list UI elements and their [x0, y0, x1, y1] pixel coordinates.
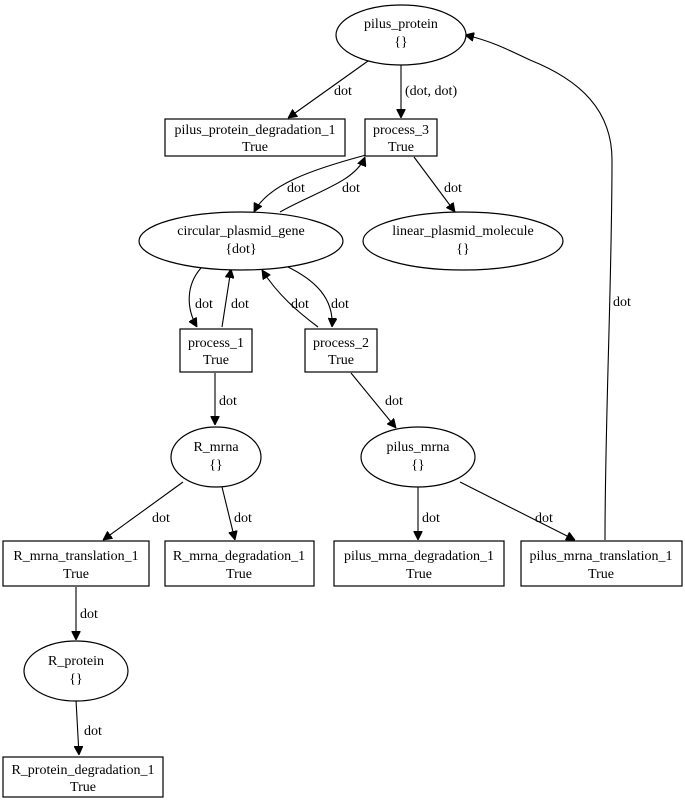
edge-label-pilus-protein-to-degradation: dot	[334, 84, 352, 99]
node-r-protein[interactable]: R_protein {}	[23, 640, 129, 702]
node-value: True	[328, 353, 354, 368]
edge-label-pilus-protein-to-process-3: (dot, dot)	[405, 84, 457, 99]
node-r-mrna[interactable]: R_mrna {}	[170, 426, 262, 488]
edge-label-r-mrna-translation-to-r-protein: dot	[80, 607, 98, 622]
node-label: R_protein	[48, 654, 104, 669]
edge-circular-plasmid-gene-to-process-1	[189, 267, 202, 327]
edge-process-1-to-circular-plasmid-gene	[221, 269, 231, 328]
edge-label-process-2-to-pilus-mrna: dot	[385, 394, 403, 409]
node-circular-plasmid-gene[interactable]: circular_plasmid_gene {dot}	[138, 211, 344, 271]
node-value: True	[388, 140, 414, 155]
node-pilus-mrna[interactable]: pilus_mrna {}	[360, 426, 476, 488]
edge-label-process-3-to-circular-plasmid-gene: dot	[287, 181, 305, 196]
node-label: R_protein_degradation_1	[11, 763, 154, 778]
edge-label-process-2-to-circular-plasmid-gene: dot	[291, 297, 309, 312]
edge-pilus-mrna-translation-to-pilus-protein	[465, 35, 613, 541]
edge-r-mrna-to-degradation	[221, 486, 235, 540]
edge-r-mrna-to-translation	[103, 481, 184, 540]
node-value: {}	[394, 35, 407, 50]
node-pilus-mrna-translation-1[interactable]: pilus_mrna_translation_1 True	[520, 540, 683, 587]
node-linear-plasmid-molecule[interactable]: linear_plasmid_molecule {}	[362, 211, 564, 271]
node-value: True	[63, 567, 89, 582]
edge-label-pilus-mrna-to-translation: dot	[535, 511, 553, 526]
node-value: {}	[209, 458, 222, 473]
edge-label-pilus-mrna-to-degradation: dot	[422, 511, 440, 526]
node-label: pilus_mrna_translation_1	[529, 549, 672, 564]
edge-r-protein-to-degradation	[76, 699, 79, 755]
node-label: circular_plasmid_gene	[177, 224, 305, 239]
node-value: {dot}	[225, 242, 256, 257]
node-label: process_3	[373, 123, 429, 138]
edge-pilus-protein-to-degradation	[288, 60, 369, 118]
edge-circular-plasmid-gene-to-process-3	[279, 157, 365, 213]
node-value: True	[226, 567, 252, 582]
node-label: pilus_mrna_degradation_1	[344, 549, 494, 564]
edge-process-3-to-linear-plasmid-molecule	[413, 156, 455, 212]
node-label: pilus_mrna	[387, 440, 451, 455]
node-label: R_mrna_degradation_1	[173, 549, 305, 564]
edge-label-pilus-mrna-translation-to-pilus-protein: dot	[613, 295, 631, 310]
node-label: process_2	[313, 336, 369, 351]
node-process-1[interactable]: process_1 True	[179, 328, 253, 373]
edge-label-r-protein-to-degradation: dot	[84, 724, 102, 739]
node-value: True	[203, 353, 229, 368]
node-value: True	[70, 780, 96, 795]
edge-pilus-mrna-to-translation	[459, 481, 575, 541]
nodes: pilus_protein {} pilus_protein_degradati…	[2, 4, 683, 798]
node-label: process_1	[188, 336, 244, 351]
node-pilus-mrna-degradation-1[interactable]: pilus_mrna_degradation_1 True	[333, 540, 505, 587]
edges: dot (dot, dot) dot dot dot dot dot dot d…	[76, 35, 631, 755]
node-r-mrna-degradation-1[interactable]: R_mrna_degradation_1 True	[164, 540, 315, 587]
node-label: R_mrna	[193, 440, 239, 455]
node-value: True	[406, 567, 432, 582]
node-pilus-protein-degradation-1[interactable]: pilus_protein_degradation_1 True	[164, 118, 346, 157]
node-pilus-protein[interactable]: pilus_protein {}	[335, 4, 467, 66]
node-value: True	[588, 567, 614, 582]
edge-label-r-mrna-to-translation: dot	[152, 511, 170, 526]
edge-label-circular-plasmid-gene-to-process-2: dot	[331, 297, 349, 312]
edge-label-circular-plasmid-gene-to-process-3: dot	[342, 181, 360, 196]
node-label: pilus_protein_degradation_1	[175, 123, 336, 138]
edge-label-r-mrna-to-degradation: dot	[234, 511, 252, 526]
node-label: linear_plasmid_molecule	[392, 224, 534, 239]
edge-label-process-1-to-circular-plasmid-gene: dot	[231, 297, 249, 312]
edge-process-3-to-circular-plasmid-gene	[253, 154, 367, 212]
edge-circular-plasmid-gene-to-process-2	[285, 265, 332, 327]
edge-label-process-3-to-linear-plasmid-molecule: dot	[444, 181, 462, 196]
node-process-3[interactable]: process_3 True	[364, 118, 438, 157]
node-value: True	[242, 140, 268, 155]
node-value: {}	[456, 242, 469, 257]
edge-label-circular-plasmid-gene-to-process-1: dot	[195, 297, 213, 312]
edge-process-2-to-circular-plasmid-gene	[262, 270, 319, 328]
node-r-mrna-translation-1[interactable]: R_mrna_translation_1 True	[2, 540, 150, 587]
edge-process-2-to-pilus-mrna	[350, 372, 396, 428]
node-process-2[interactable]: process_2 True	[304, 328, 378, 373]
node-value: {}	[411, 458, 424, 473]
node-value: {}	[69, 672, 82, 687]
node-r-protein-degradation-1[interactable]: R_protein_degradation_1 True	[2, 756, 164, 798]
node-label: R_mrna_translation_1	[13, 549, 138, 564]
edge-label-process-1-to-r-mrna: dot	[219, 394, 237, 409]
node-label: pilus_protein	[364, 17, 438, 32]
